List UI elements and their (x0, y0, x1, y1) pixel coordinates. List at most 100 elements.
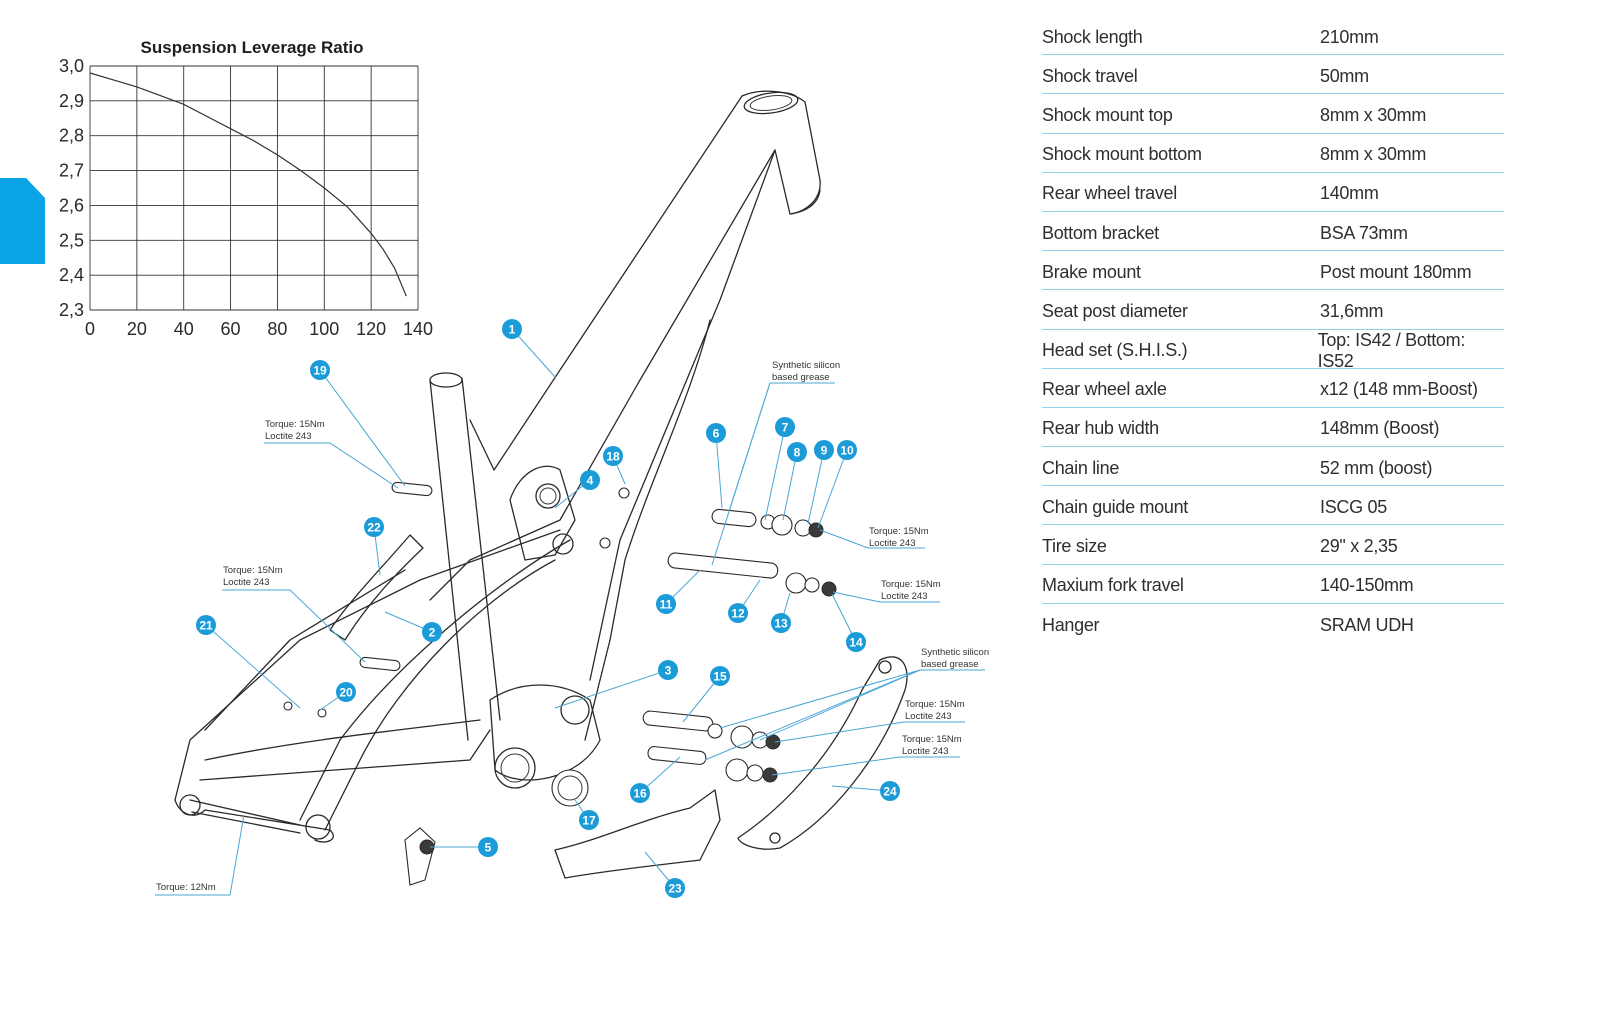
callout-badge: 17 (579, 810, 599, 830)
callout-badge: 18 (603, 446, 623, 466)
callout-badge-circle (710, 666, 730, 686)
callout-number: 5 (485, 841, 492, 855)
callout-badge: 13 (771, 613, 791, 633)
spec-label: Tire size (1042, 536, 1107, 557)
callout-badge: 23 (665, 878, 685, 898)
y-tick-label: 2,5 (59, 230, 84, 250)
spec-row: Maxium fork travel 140-150mm (1042, 565, 1504, 604)
callout-badge-circle (336, 682, 356, 702)
chart-title: Suspension Leverage Ratio (141, 38, 364, 57)
spec-label: Shock length (1042, 26, 1143, 47)
callout-badge: 11 (656, 594, 676, 614)
spec-value: Post mount 180mm (1320, 261, 1472, 282)
callout-number: 21 (199, 619, 213, 633)
spec-label: Shock mount top (1042, 104, 1173, 125)
callout-number: 8 (794, 446, 801, 460)
callout-number: 2 (429, 626, 436, 640)
chart-grid (89, 65, 419, 311)
spec-row: Rear wheel travel 140mm (1042, 173, 1504, 212)
x-tick-label: 100 (309, 319, 339, 339)
callout-badge-circle (846, 632, 866, 652)
callout-badge-circle (580, 470, 600, 490)
spec-value: Top: IS42 / Bottom: IS52 (1317, 329, 1466, 371)
callout-badge: 10 (837, 440, 857, 460)
callout-number: 16 (633, 787, 647, 801)
spec-value: 140-150mm (1320, 575, 1414, 596)
spec-label: Chain line (1042, 457, 1120, 478)
leader-lines (155, 328, 985, 896)
x-tick-label: 120 (356, 319, 386, 339)
spec-value: 140mm (1320, 183, 1379, 204)
callout-badge-circle (665, 878, 685, 898)
callout-number: 14 (849, 636, 863, 650)
callout-badge-circle (196, 615, 216, 635)
spec-value: ISCG 05 (1320, 496, 1387, 517)
spec-value: 50mm (1320, 65, 1369, 86)
spec-value: SRAM UDH (1320, 614, 1414, 635)
x-tick-label: 140 (403, 319, 433, 339)
callout-number: 7 (782, 421, 789, 435)
callout-badge-circle (837, 440, 857, 460)
callout-number: 11 (660, 598, 673, 612)
y-tick-label: 3,0 (59, 56, 84, 76)
callout-badge-circle (502, 319, 522, 339)
callout-badge: 7 (775, 417, 795, 437)
callout-number: 9 (821, 444, 828, 458)
spec-label: Brake mount (1042, 261, 1141, 282)
y-axis-ticks: 3,02,92,82,72,62,52,42,3 (59, 56, 84, 320)
spec-label: Maxium fork travel (1042, 575, 1184, 596)
spec-label: Rear wheel axle (1042, 379, 1167, 400)
callout-badge: 15 (710, 666, 730, 686)
x-tick-label: 20 (127, 319, 147, 339)
spec-label: Seat post diameter (1042, 300, 1188, 321)
callout-badge: 6 (706, 423, 726, 443)
y-tick-label: 2,3 (59, 300, 84, 320)
spec-value: 210mm (1320, 26, 1379, 47)
x-tick-label: 60 (221, 319, 241, 339)
spec-value: 148mm (Boost) (1320, 418, 1440, 439)
callout-number: 17 (582, 814, 596, 828)
callout-badge: 20 (336, 682, 356, 702)
spec-row: Shock length 210mm (1042, 16, 1504, 56)
callout-badge-circle (603, 446, 623, 466)
callout-badge: 24 (880, 781, 900, 801)
front-triangle (429, 90, 821, 789)
callout-number: 15 (713, 670, 727, 684)
callout-badge: 14 (846, 632, 866, 652)
spec-value: x12 (148 mm-Boost) (1320, 379, 1478, 400)
callout-badge-circle (880, 781, 900, 801)
callout-number: 22 (367, 521, 381, 535)
spec-value: 8mm x 30mm (1320, 144, 1427, 165)
callout-badge: 2 (422, 622, 442, 642)
spec-label: Head set (S.H.I.S.) (1042, 340, 1188, 361)
spec-label: Shock travel (1042, 65, 1138, 86)
callout-number: 10 (840, 444, 854, 458)
callout-badge: 22 (364, 517, 384, 537)
leverage-ratio-curve (89, 72, 407, 297)
callout-number: 13 (774, 617, 788, 631)
spec-row: Brake mount Post mount 180mm (1042, 251, 1504, 291)
callout-badge-circle (579, 810, 599, 830)
hardware-parts (283, 481, 908, 886)
spec-label: Rear wheel travel (1042, 183, 1177, 204)
callout-badge-circle (364, 517, 384, 537)
x-tick-label: 80 (267, 319, 287, 339)
callout-badge-circle (787, 442, 807, 462)
callout-badge-circle (775, 417, 795, 437)
callout-badge: 16 (630, 783, 650, 803)
y-tick-label: 2,7 (59, 161, 84, 181)
